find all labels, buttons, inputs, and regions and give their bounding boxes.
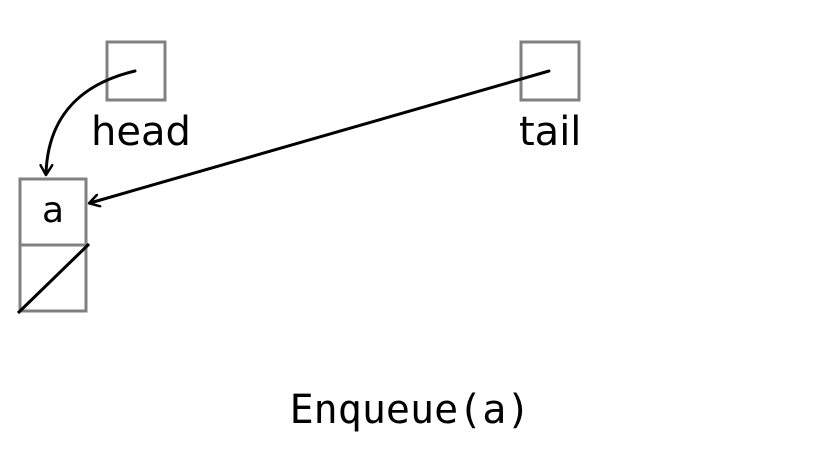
head-pointer-cell xyxy=(105,40,167,102)
tail-pointer: tail xyxy=(519,40,581,155)
null-pointer-slash xyxy=(16,242,91,315)
node-value-text: a xyxy=(42,190,64,231)
queue-node: a xyxy=(16,177,91,315)
head-label: head xyxy=(91,109,191,155)
operation-caption: Enqueue(a) xyxy=(290,387,531,433)
head-pointer: head xyxy=(91,40,191,155)
tail-label: tail xyxy=(519,109,581,155)
tail-arrow xyxy=(90,69,551,203)
head-arrow xyxy=(46,69,137,174)
